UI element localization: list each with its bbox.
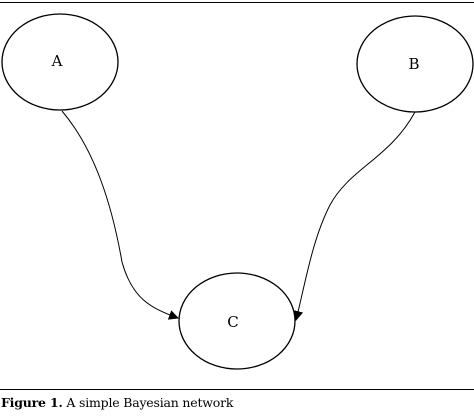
caption-text: A simple Bayesian network [66, 395, 234, 410]
node-a-label: A [51, 52, 63, 70]
node-c: C [178, 272, 296, 370]
node-a-ellipse [1, 13, 119, 111]
node-b: B [356, 15, 474, 113]
node-b-ellipse [356, 15, 474, 113]
edge-a-to-c [61, 110, 179, 320]
figure-caption: Figure 1. A simple Bayesian network [1, 395, 233, 410]
node-c-ellipse [178, 272, 296, 370]
caption-rule [0, 389, 474, 390]
bayesian-network-diagram: A B C [1, 13, 474, 370]
node-c-label: C [227, 313, 238, 331]
node-b-label: B [408, 55, 419, 73]
caption-label: Figure 1. [1, 395, 63, 410]
top-rule [0, 2, 474, 3]
edge-b-to-c [293, 111, 416, 321]
node-a: A [1, 13, 119, 111]
